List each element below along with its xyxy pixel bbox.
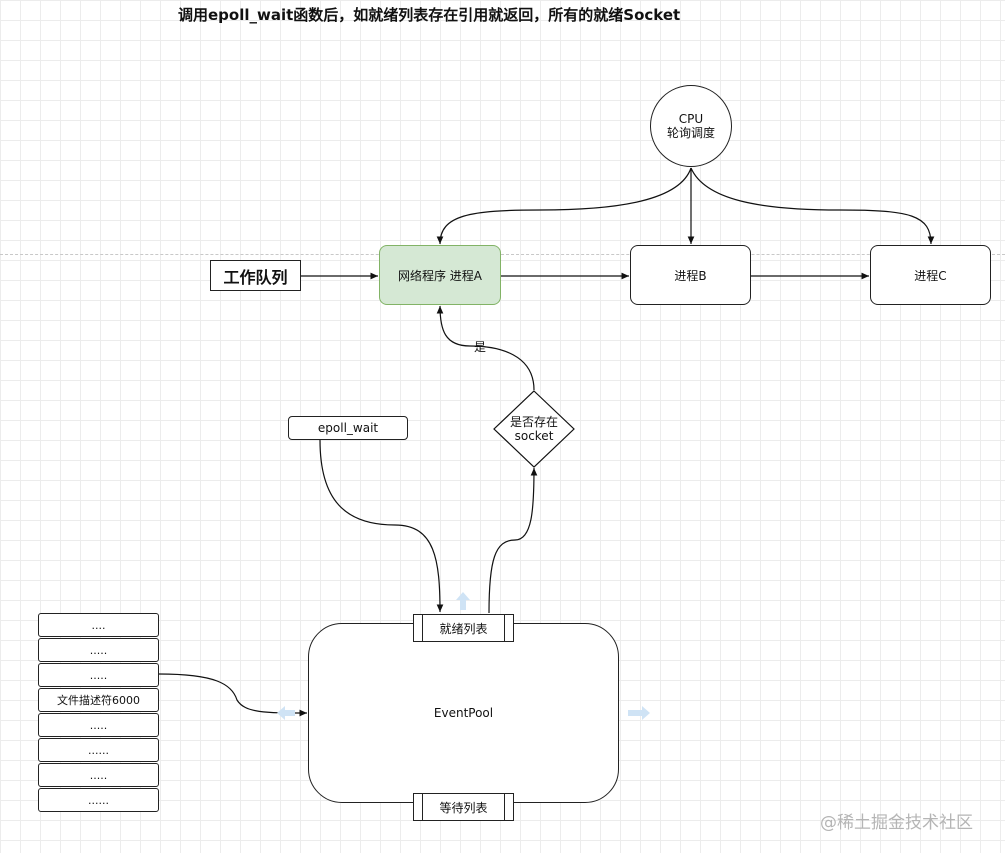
ready-list-node[interactable]: 就绪列表 (413, 614, 514, 642)
handle-right-icon (628, 706, 650, 720)
handle-left-icon (277, 706, 295, 720)
process-c-node[interactable]: 进程C (870, 245, 991, 305)
edge-decision-to-process-a (436, 305, 535, 391)
wait-list-node[interactable]: 等待列表 (413, 793, 514, 821)
process-a-node[interactable]: 网络程序 进程A (379, 245, 501, 305)
edge-epollwait-to-readylist (319, 439, 444, 613)
fd-item[interactable]: ..... (38, 713, 159, 737)
handle-up-icon (456, 592, 470, 610)
decision-line-1: 是否存在 (509, 415, 558, 429)
edge-cpu-to-process-a (436, 167, 692, 245)
process-b-node[interactable]: 进程B (630, 245, 751, 305)
cpu-scheduler-node[interactable]: CPU 轮询调度 (650, 85, 732, 167)
decision-diamond (493, 390, 575, 468)
fd-item[interactable]: ..... (38, 763, 159, 787)
fd-item[interactable]: ...... (38, 788, 159, 812)
decision-line-2: socket (514, 429, 554, 443)
fd-item[interactable]: ..... (38, 663, 159, 687)
edge-fd-to-eventpool (158, 673, 308, 717)
cpu-label: CPU (678, 112, 704, 126)
watermark: @稀土掘金技术社区 (820, 813, 973, 833)
fd-item-6000[interactable]: 文件描述符6000 (38, 688, 159, 712)
decision-label: 是否存在 socket (494, 392, 574, 466)
fd-item[interactable]: ...... (38, 738, 159, 762)
fd-item[interactable]: ..... (38, 638, 159, 662)
work-queue-box[interactable]: 工作队列 (210, 260, 301, 291)
cpu-sublabel: 轮询调度 (666, 126, 715, 140)
epoll-wait-node[interactable]: epoll_wait (288, 416, 408, 440)
ready-list-label: 就绪列表 (439, 621, 488, 636)
edge-cpu-to-process-c (690, 167, 935, 245)
wait-list-label: 等待列表 (439, 800, 488, 815)
yes-edge-label: 是 (473, 339, 486, 354)
event-pool-node[interactable]: EventPool (308, 623, 619, 803)
edge-readylist-to-decision (488, 467, 538, 614)
fd-item[interactable]: .... (38, 613, 159, 637)
dashed-divider (0, 254, 1005, 255)
diagram-title: 调用epoll_wait函数后，如就绪列表存在引用就返回，所有的就绪Socket (178, 6, 681, 24)
